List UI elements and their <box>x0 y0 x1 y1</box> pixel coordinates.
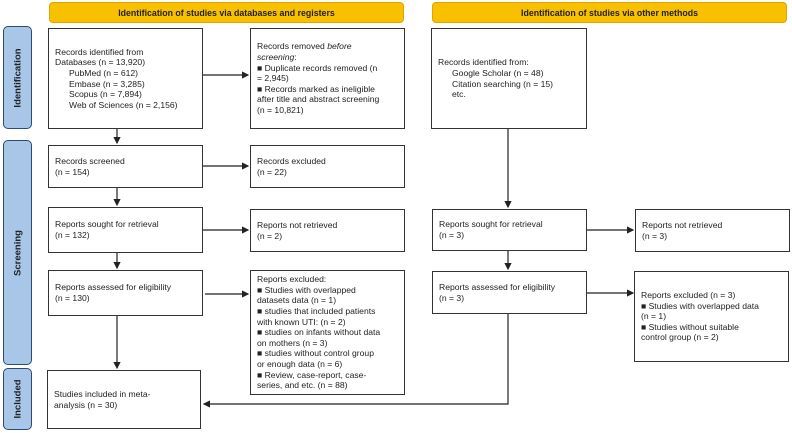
box-line: Scopus (n = 7,894) <box>69 89 142 100</box>
phase-identification: Identification <box>3 26 32 129</box>
box-line: after title and abstract screening <box>257 94 380 105</box>
box-studies-included: Studies included in meta- analysis (n = … <box>47 370 201 429</box>
box-line: Web of Sciences (n = 2,156) <box>69 99 178 110</box>
box-reports-sought: Reports sought for retrieval (n = 132) <box>48 207 203 253</box>
box-line: Records excluded <box>257 155 326 166</box>
box-line: ■ studies on infants without data <box>257 327 381 338</box>
box-line: datasets data (n = 1) <box>257 295 337 306</box>
header-other-text: Identification of studies via other meth… <box>521 7 698 18</box>
box-other-assessed: Reports assessed for eligibility (n = 3) <box>432 271 587 314</box>
box-line: ■ Review, case-report, case- <box>257 369 367 380</box>
box-line: series, and etc. (n = 88) <box>257 380 348 391</box>
box-line: ■ Studies with overlapped <box>257 284 356 295</box>
box-line: control group (n = 2) <box>641 332 719 343</box>
box-reports-not-retrieved: Reports not retrieved (n = 2) <box>250 209 405 252</box>
box-line: PubMed (n = 612) <box>69 67 139 78</box>
box-records-identified: Records identified from Databases (n = 1… <box>48 28 203 129</box>
box-line: (n = 10,821) <box>257 104 304 115</box>
box-title: screening: <box>257 52 398 63</box>
box-line: ■ Studies with overlapped data <box>641 300 759 311</box>
box-line: Reports assessed for eligibility <box>55 282 172 293</box>
box-line: (n = 3) <box>439 292 465 303</box>
header-databases-text: Identification of studies via databases … <box>118 7 335 18</box>
box-line: Reports not retrieved <box>257 219 338 230</box>
box-line: Google Scholar (n = 48) <box>452 67 544 78</box>
box-line: Reports excluded (n = 3) <box>641 290 736 301</box>
box-line: with known UTI: (n = 2) <box>257 316 346 327</box>
box-line: ■ Duplicate records removed (n <box>257 62 378 73</box>
box-line: on mothers (n = 3) <box>257 337 328 348</box>
title-part: before <box>327 41 352 52</box>
box-other-sought: Reports sought for retrieval (n = 3) <box>432 209 587 251</box>
box-line: Reports sought for retrieval <box>55 219 159 230</box>
box-line: = 2,945) <box>257 73 289 84</box>
box-other-identified: Records identified from: Google Scholar … <box>431 28 587 129</box>
phase-included: Included <box>3 368 32 430</box>
box-line: or enough data (n = 6) <box>257 358 343 369</box>
box-line: analysis (n = 30) <box>54 399 118 410</box>
box-line: Reports assessed for eligibility <box>439 281 556 292</box>
box-line: Citation searching (n = 15) <box>452 78 554 89</box>
box-other-not-retrieved: Reports not retrieved (n = 3) <box>635 209 790 252</box>
box-line: Databases (n = 13,920) <box>55 57 146 68</box>
box-line: Records screened <box>55 155 125 166</box>
title-part: screening <box>257 52 295 63</box>
box-line: Records identified from: <box>438 57 529 68</box>
box-line: (n = 22) <box>257 166 287 177</box>
box-line: (n = 130) <box>55 293 90 303</box>
box-line: (n = 2) <box>257 230 283 241</box>
box-line: Records identified from <box>55 46 144 57</box>
phase-screening: Screening <box>3 140 32 365</box>
box-line: ■ Studies without suitable <box>641 321 739 332</box>
title-part: : <box>294 52 297 63</box>
header-databases: Identification of studies via databases … <box>49 2 404 23</box>
box-line: ■ studies that included patients <box>257 306 376 317</box>
box-line: (n = 3) <box>642 230 668 241</box>
box-records-removed: Records removed before screening: ■ Dupl… <box>250 28 405 129</box>
box-line: (n = 154) <box>55 166 90 177</box>
box-line: Reports not retrieved <box>642 219 723 230</box>
box-line: Embase (n = 3,285) <box>69 78 145 89</box>
box-title: Records removed before <box>257 41 398 52</box>
box-other-excluded: Reports excluded (n = 3) ■ Studies with … <box>634 271 789 362</box>
box-reports-assessed: Reports assessed for eligibility (n = 13… <box>48 270 203 316</box>
title-part: Records removed <box>257 41 328 52</box>
box-line: etc. <box>452 89 466 100</box>
box-records-screened: Records screened (n = 154) <box>48 145 203 188</box>
box-line: ■ studies without control group <box>257 348 374 359</box>
arrow-other-assessed-to-included <box>202 312 509 408</box>
box-line: Reports sought for retrieval <box>439 219 543 230</box>
box-line: (n = 1) <box>641 311 667 322</box>
box-reports-excluded: Reports excluded: ■ Studies with overlap… <box>250 270 405 395</box>
box-line: (n = 132) <box>55 230 90 240</box>
box-line: Reports excluded: <box>257 274 327 285</box>
box-line: Studies included in meta- <box>54 388 151 399</box>
header-other-methods: Identification of studies via other meth… <box>432 2 787 23</box>
box-line: (n = 3) <box>439 230 465 240</box>
box-line: ■ Records marked as ineligible <box>257 83 375 94</box>
box-records-excluded: Records excluded (n = 22) <box>250 145 405 188</box>
